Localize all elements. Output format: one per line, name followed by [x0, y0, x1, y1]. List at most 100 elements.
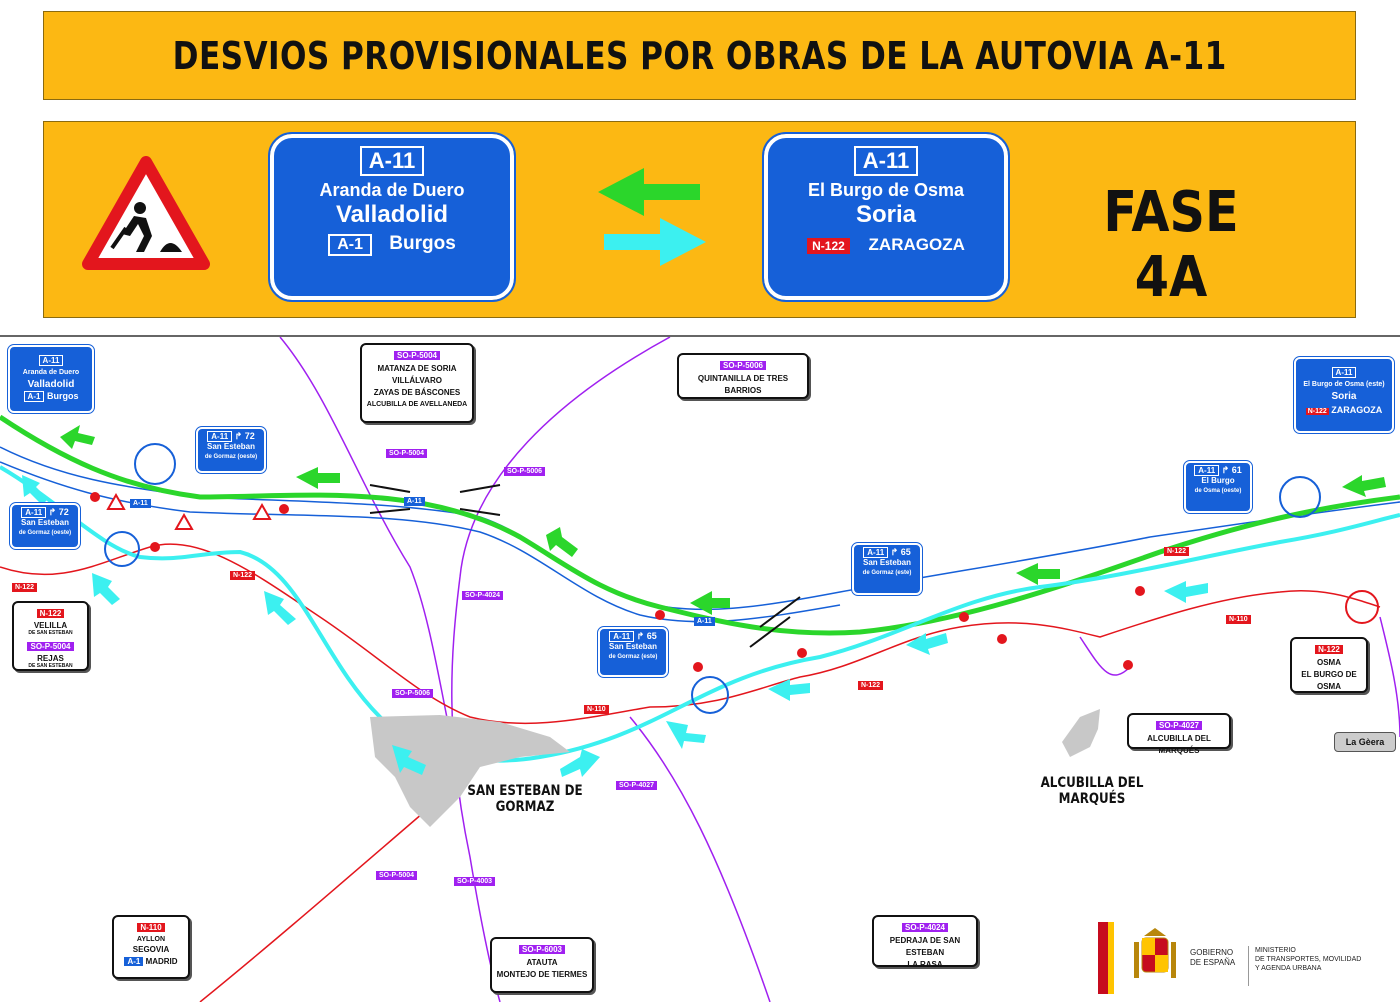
exit65-top-line1: San Esteban: [862, 558, 911, 567]
west-road-number: A-11: [359, 146, 425, 176]
map-sign-west-line2: Valladolid: [27, 379, 75, 390]
road-label: SO-P-5004: [386, 449, 428, 458]
flag-stripe-yellow: [1108, 922, 1114, 994]
map-sign-east-road2: N-122: [1305, 408, 1329, 415]
road-label: SO-P-5004: [376, 871, 418, 880]
osma-line-0: OSMA: [1317, 658, 1341, 667]
map-sign-exit65-top: A-11 ↱ 65 San Esteban de Gormaz (este): [851, 542, 923, 596]
exit72-top-number: 72: [244, 431, 255, 441]
alcubilla-line-0: ALCUBILLA DEL MARQUÉS: [1147, 734, 1211, 755]
arrow-green-4: [690, 591, 730, 615]
road-label: N-122: [12, 583, 38, 592]
map-sign-east-line3: ZARAGOZA: [1331, 405, 1383, 415]
info-box-so-p-5004: SO-P-5004 MATANZA DE SORIA VILLÁLVARO ZA…: [360, 343, 474, 423]
label-la-geera: La Gèera: [1334, 732, 1396, 752]
road-label: N-110: [1226, 615, 1251, 624]
road-label: N-110: [584, 705, 609, 714]
alcubilla-tag: SO-P-4027: [1155, 721, 1203, 730]
town-area-alcubilla: [1062, 709, 1100, 757]
exit65-top-line2: de Gormaz (este): [862, 570, 912, 576]
velilla-line1b: DE SAN ESTEBAN: [28, 630, 73, 636]
east-dest-1: El Burgo de Osma: [807, 180, 965, 200]
road-so-p-5004: [279, 337, 456, 758]
arrow-green-1: [60, 425, 95, 449]
road-label: A-11: [130, 499, 151, 508]
road-label: N-122: [230, 571, 256, 580]
road-label: A-11: [404, 497, 425, 506]
atauta-line-0: ATAUTA: [526, 958, 558, 967]
west-dest-3: Burgos: [389, 233, 456, 254]
town-area-san-esteban: [370, 715, 570, 827]
exit65-top-road: A-11: [863, 547, 889, 558]
map-sign-west-line1: Aranda de Duero: [22, 369, 80, 376]
map-sign-exit72-top: A-11 ↱ 72 San Esteban de Gormaz (oeste): [195, 426, 267, 474]
exit72-top-line1: San Esteban: [206, 442, 255, 451]
road-so-p-4024: [629, 716, 771, 1002]
osma-line-1: EL BURGO DE OSMA: [1301, 670, 1357, 691]
arrow-green-3: [546, 527, 578, 557]
ministry-logo: GOBIERNO DE ESPAÑA MINISTERIO DE TRANSPO…: [1098, 922, 1386, 994]
logo-ministerio-line2: DE TRANSPORTES, MOVILIDAD: [1255, 956, 1362, 963]
east-road2: N-122: [807, 238, 850, 254]
map-sign-west: A-11 Aranda de Duero Valladolid A-1 Burg…: [7, 344, 95, 414]
map-sign-east-line1: El Burgo de Osma (este): [1303, 381, 1385, 388]
exit65-low-number: 65: [646, 631, 657, 641]
two-way-arrows-icon: [598, 168, 706, 266]
logo-gobierno: GOBIERNO: [1190, 948, 1234, 957]
west-direction-sign: A-11 Aranda de Duero Valladolid A-1 Burg…: [268, 132, 516, 302]
info-box-osma: N-122 OSMA EL BURGO DE OSMA: [1290, 637, 1368, 693]
exit61-road: A-11: [1194, 465, 1220, 476]
info-box-pedraja: SO-P-4024 PEDRAJA DE SAN ESTEBAN LA RASA: [872, 915, 978, 969]
so5004-line-1: VILLÁLVARO: [392, 376, 442, 385]
exit72-left-line2: de Gormaz (oeste): [18, 530, 72, 536]
info-box-velilla: N-122 VELILLA DE SAN ESTEBAN SO-P-5004 R…: [12, 601, 89, 671]
no-entry-signs: [90, 492, 1145, 672]
exit72-left-number: 72: [58, 507, 69, 517]
arrow-cyan-6: [666, 721, 706, 749]
ayllon-line3: MADRID: [145, 957, 178, 966]
map-sign-exit65-low: A-11 ↱ 65 San Esteban de Gormaz (este): [597, 626, 669, 678]
roadworks-warning-icon: [82, 156, 210, 270]
pedraja-line-0: PEDRAJA DE SAN ESTEBAN: [889, 936, 961, 957]
arrow-cyan-7: [768, 679, 810, 701]
west-dest-1: Aranda de Duero: [319, 180, 465, 200]
roundabout-2: [104, 531, 140, 567]
exit65-low-line2: de Gormaz (este): [608, 654, 658, 660]
road-label: SO-P-5006: [504, 467, 546, 476]
so5004-line-0: MATANZA DE SORIA: [377, 364, 457, 373]
east-dest-2: Soria: [855, 201, 917, 228]
info-box-atauta: SO-P-6003 ATAUTA MONTEJO DE TIERMES: [490, 937, 594, 993]
road-label: A-11: [694, 617, 715, 626]
map-sign-west-road2: A-1: [23, 391, 45, 402]
arrow-cyan-3: [264, 591, 296, 625]
map-sign-east-line2: Soria: [1331, 391, 1357, 402]
logo-ministerio-line3: Y AGENDA URBANA: [1255, 965, 1322, 972]
info-box-ayllon: N-110 AYLLON SEGOVIA A-1 MADRID: [112, 915, 190, 979]
phase-label: FASE 4A: [1103, 180, 1239, 310]
road-n-122: [0, 543, 1381, 725]
so5006-tag: SO-P-5006: [719, 361, 767, 370]
exit65-low-line1: San Esteban: [608, 642, 657, 651]
road-label: SO-P-4003: [454, 877, 496, 886]
coat-of-arms-icon: [1134, 928, 1176, 978]
info-box-alcubilla: SO-P-4027 ALCUBILLA DEL MARQUÉS: [1127, 713, 1231, 755]
flag-stripe-red: [1098, 922, 1108, 994]
so5006-line-0: QUINTANILLA DE TRES BARRIOS: [697, 374, 789, 395]
road-so-p-5006: [451, 337, 671, 1002]
so5004-line-3: ALCUBILLA DE AVELLANEDA: [366, 401, 468, 408]
pedraja-tag: SO-P-4024: [901, 923, 949, 932]
exit61-number: 61: [1231, 465, 1242, 475]
arrow-cyan-1: [22, 475, 48, 505]
east-dest-3: ZARAGOZA: [868, 235, 965, 254]
atauta-tag: SO-P-6003: [518, 945, 566, 954]
detour-cyan: [0, 465, 1400, 763]
detour-green: [0, 414, 1400, 636]
road-label: SO-P-4027: [616, 781, 658, 790]
arrow-cyan-4: [392, 745, 426, 775]
exit61-line1: El Burgo: [1201, 476, 1235, 485]
atauta-line-1: MONTEJO DE TIERMES: [496, 970, 588, 979]
info-box-so-p-5006: SO-P-5006 QUINTANILLA DE TRES BARRIOS: [677, 353, 809, 399]
logo-de-espana: DE ESPAÑA: [1190, 958, 1236, 967]
osma-tag: N-122: [1315, 645, 1343, 654]
